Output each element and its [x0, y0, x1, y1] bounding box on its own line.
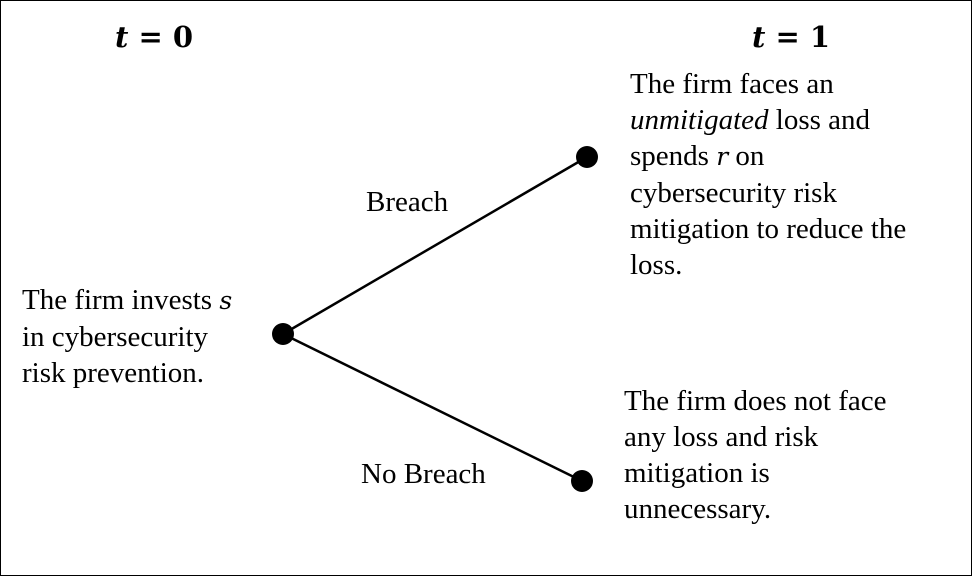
- breach-edge: [282, 155, 588, 336]
- root-line-2: in cybersecurity: [22, 321, 209, 353]
- root-line-1: The firm invests s: [22, 284, 233, 316]
- breach-outcome-line-6: loss.: [630, 249, 683, 281]
- no-breach-outcome-line-4: unnecessary.: [624, 493, 772, 525]
- breach-outcome-line-5: mitigation to reduce the: [630, 213, 907, 245]
- breach-outcome-line-4: cybersecurity risk: [630, 177, 837, 209]
- no-breach-outcome-line-3: mitigation is: [624, 457, 770, 489]
- root-line-3: risk prevention.: [22, 357, 205, 389]
- root-var-s: s: [219, 286, 233, 315]
- heading-t0: t = 0: [115, 20, 193, 54]
- breach-outcome-line-3: spends r on: [630, 140, 765, 172]
- breach-outcome-description: The firm faces an unmitigated loss and s…: [630, 66, 960, 283]
- breach-node: [576, 146, 598, 168]
- no-breach-outcome-line-2: any loss and risk: [624, 421, 819, 453]
- no-breach-edge: [282, 332, 583, 483]
- heading-t1-var: t: [752, 20, 766, 54]
- breach-outcome-line-2: unmitigated loss and: [630, 104, 871, 136]
- heading-t1-rest: = 1: [765, 20, 831, 54]
- no-breach-outcome-description: The firm does not face any loss and risk…: [624, 383, 944, 527]
- heading-t1: t = 1: [752, 20, 830, 54]
- root-description: The firm invests s in cybersecurity risk…: [22, 282, 282, 391]
- no-breach-edge-label: No Breach: [361, 458, 486, 490]
- breach-edge-label: Breach: [366, 186, 449, 218]
- breach-outcome-line-1: The firm faces an: [630, 68, 834, 100]
- heading-t0-rest: = 0: [128, 20, 194, 54]
- breach-var-r: r: [716, 142, 729, 171]
- no-breach-outcome-line-1: The firm does not face: [624, 385, 887, 417]
- no-breach-node: [571, 470, 593, 492]
- root-node: [272, 323, 294, 345]
- heading-t0-var: t: [115, 20, 129, 54]
